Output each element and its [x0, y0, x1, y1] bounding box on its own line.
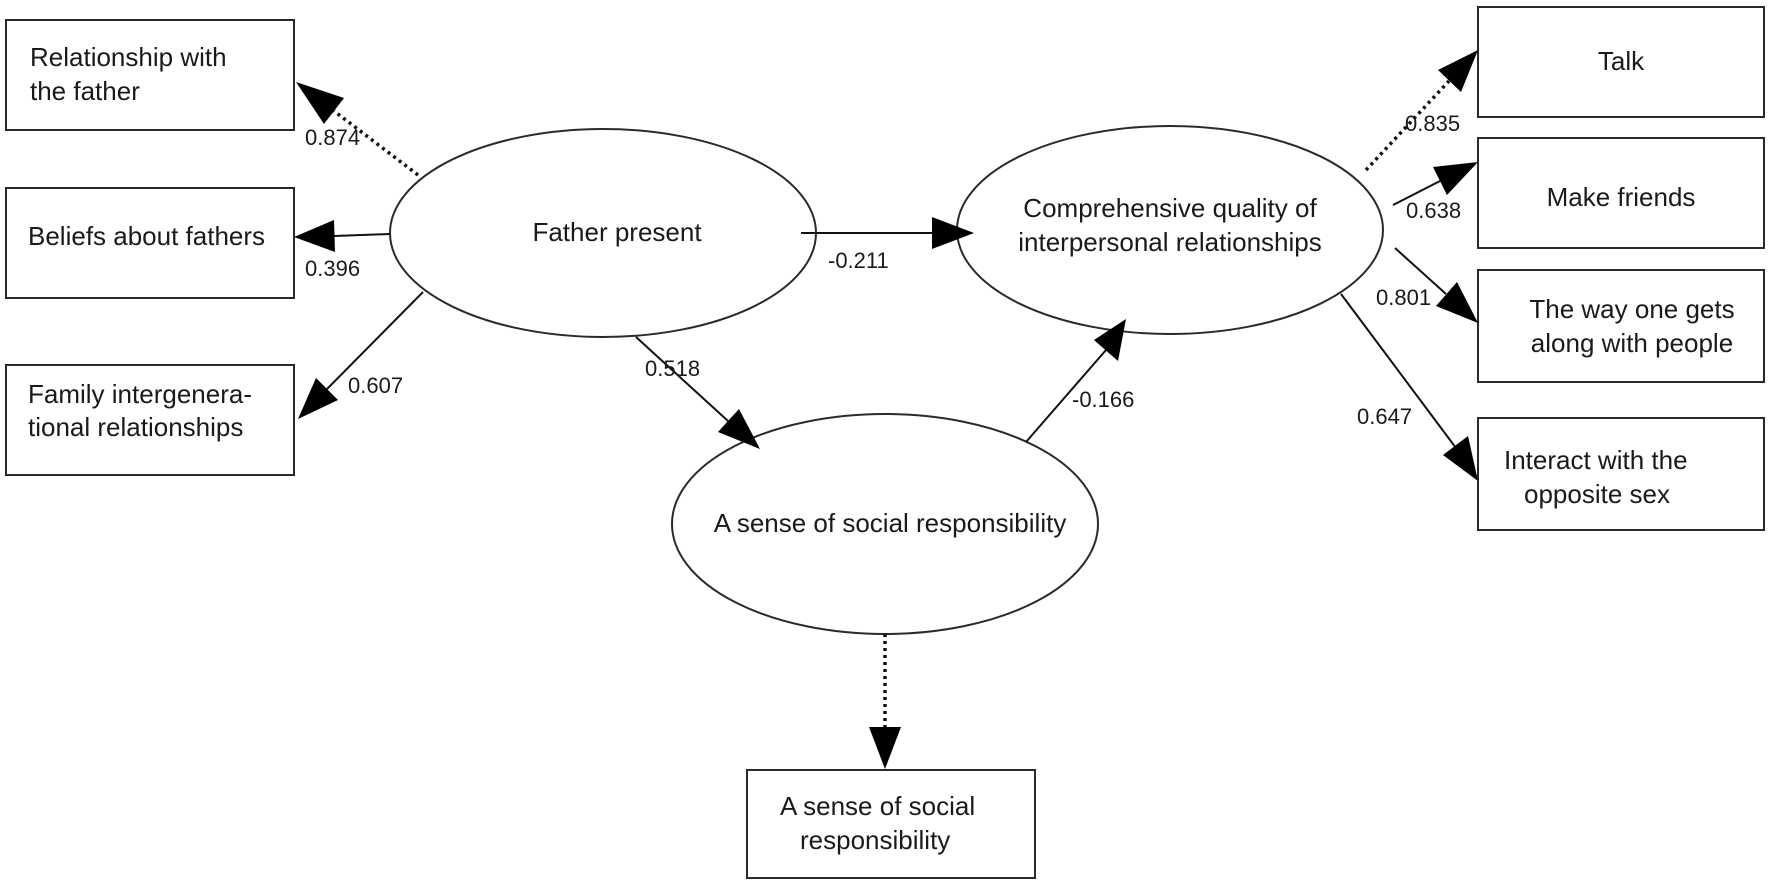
edge-father-to-beliefs	[333, 233, 391, 237]
arrowhead	[296, 82, 344, 124]
coef-talk: 0.835	[1405, 111, 1460, 136]
coef-beliefs-about-fathers: 0.396	[305, 256, 360, 281]
coef-responsibility-to-interpersonal: -0.166	[1072, 387, 1134, 412]
coefficients: 0.874 0.396 0.607 -0.211 0.518 -0.166 0.…	[305, 111, 1461, 429]
edges	[294, 50, 1478, 769]
arrowhead	[1436, 282, 1478, 323]
indicator-label-line: Talk	[1598, 46, 1645, 76]
indicator-label-line: Family intergenera-	[28, 379, 252, 409]
coef-relationship-with-father: 0.874	[305, 125, 360, 150]
latent-label-line: interpersonal relationships	[1018, 227, 1322, 257]
indicator-label-line: responsibility	[800, 825, 950, 855]
latent-father-present: Father present	[389, 128, 817, 338]
coef-opposite-sex: 0.647	[1357, 404, 1412, 429]
indicator-label-line: Beliefs about fathers	[28, 221, 265, 251]
edge-father-to-family	[326, 291, 424, 390]
arrowhead	[1433, 162, 1478, 195]
edge-interpersonal-to-get-along	[1394, 247, 1447, 295]
edge-father-to-responsibility	[635, 336, 729, 422]
arrowhead	[1094, 319, 1126, 361]
indicator-label-line: the father	[30, 76, 140, 106]
latent-label: A sense of social responsibility	[714, 508, 1067, 538]
latent-label: Father present	[532, 217, 702, 247]
arrowhead	[1438, 50, 1478, 92]
edge-responsibility-to-interpersonal	[1025, 349, 1107, 443]
arrowhead	[932, 217, 974, 249]
indicator-label-line: The way one gets	[1529, 294, 1734, 324]
coef-make-friends: 0.638	[1406, 198, 1461, 223]
coef-father-to-responsibility: 0.518	[645, 356, 700, 381]
coef-father-to-interpersonal: -0.211	[828, 248, 889, 273]
indicator-label-line: Relationship with	[30, 42, 227, 72]
indicator-label-line: Make friends	[1547, 182, 1696, 212]
indicator-get-along: The way one gets along with people	[1477, 269, 1765, 383]
indicator-beliefs-about-fathers: Beliefs about fathers	[5, 187, 295, 299]
indicator-talk: Talk	[1477, 6, 1765, 118]
latent-label-line: Comprehensive quality of	[1023, 193, 1317, 223]
indicator-label-line: opposite sex	[1524, 479, 1670, 509]
indicator-opposite-sex: Interact with the opposite sex	[1477, 417, 1765, 531]
indicator-label-line: tional relationships	[28, 412, 243, 442]
arrowhead	[294, 220, 335, 252]
coef-get-along: 0.801	[1376, 285, 1431, 310]
indicator-make-friends: Make friends	[1477, 137, 1765, 249]
edge-interpersonal-to-opposite	[1340, 293, 1457, 449]
arrowhead	[1443, 436, 1478, 481]
latent-interpersonal: Comprehensive quality of interpersonal r…	[956, 125, 1384, 335]
latent-social-responsibility: A sense of social responsibility	[671, 413, 1099, 635]
indicator-label-line: along with people	[1531, 328, 1733, 358]
arrowhead	[718, 409, 760, 449]
edge-interpersonal-to-friends	[1392, 180, 1441, 206]
indicator-social-responsibility: A sense of social responsibility	[746, 769, 1036, 879]
indicator-relationship-with-father: Relationship with the father	[5, 19, 295, 131]
arrowhead	[869, 727, 901, 769]
coef-family-intergenerational: 0.607	[348, 373, 403, 398]
indicator-family-intergenerational: Family intergenera- tional relationships	[5, 364, 295, 476]
arrowhead	[298, 378, 338, 419]
indicator-label-line: A sense of social	[780, 791, 975, 821]
indicator-label-line: Interact with the	[1504, 445, 1688, 475]
